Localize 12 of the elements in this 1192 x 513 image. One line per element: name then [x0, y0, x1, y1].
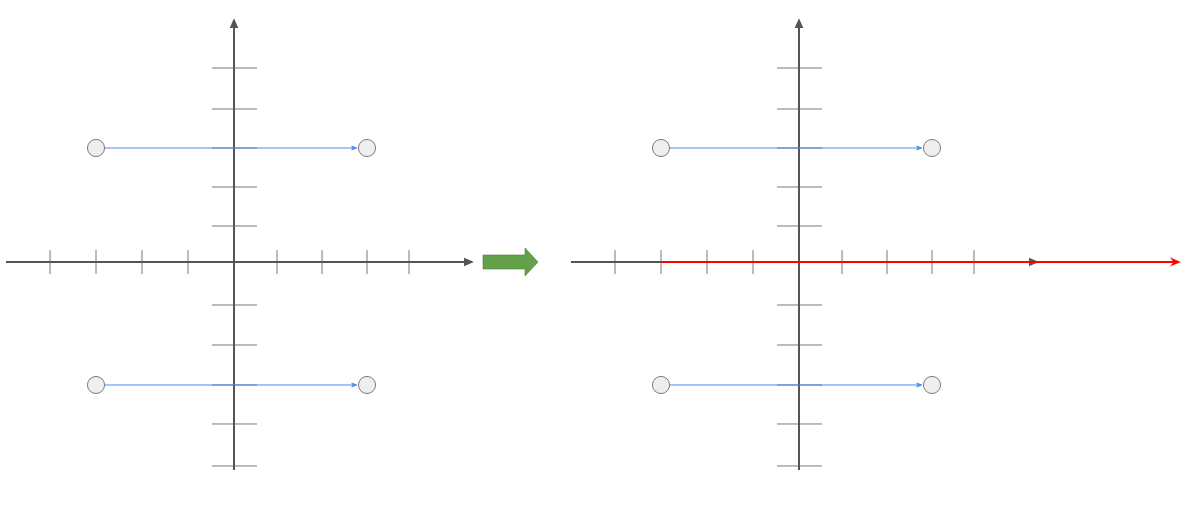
circle-marker	[923, 376, 941, 394]
circle-marker	[652, 139, 670, 157]
arrow	[669, 145, 923, 151]
circle-marker	[358, 139, 376, 157]
arrow	[669, 382, 923, 388]
circle-marker	[87, 139, 105, 157]
arrow	[104, 382, 358, 388]
arrow	[104, 145, 358, 151]
circle-marker	[652, 376, 670, 394]
circle-marker	[923, 139, 941, 157]
circle-marker	[358, 376, 376, 394]
circle-marker	[87, 376, 105, 394]
